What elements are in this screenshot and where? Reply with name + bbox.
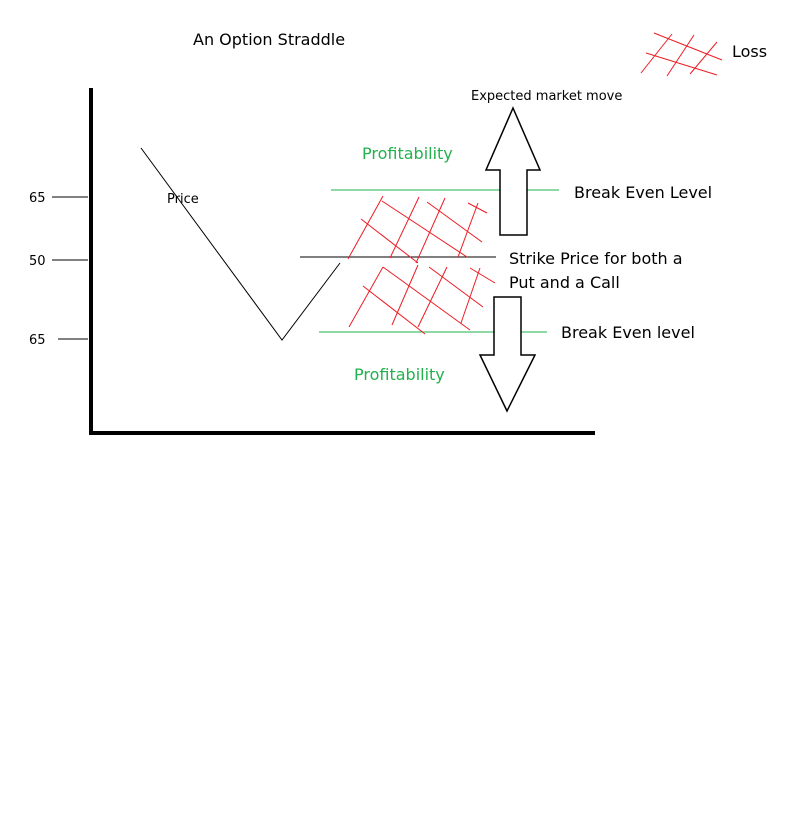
y-tick-label: 65 xyxy=(29,333,46,348)
strike-price-label-line2: Put and a Call xyxy=(509,273,620,292)
up-arrow-icon xyxy=(484,106,542,236)
loss-hatch-area xyxy=(347,195,496,335)
y-tick-label: 65 xyxy=(29,191,46,206)
price-line xyxy=(140,147,341,341)
strike-price-label-line1: Strike Price for both a xyxy=(509,249,683,268)
diagram-title: An Option Straddle xyxy=(193,30,345,49)
profitability-lower-label: Profitability xyxy=(354,365,445,384)
loss-legend-hatch xyxy=(640,32,723,77)
down-arrow-icon xyxy=(478,296,537,413)
profitability-upper-label: Profitability xyxy=(362,144,453,163)
break-even-lower-label: Break Even level xyxy=(561,323,695,342)
legend-loss-label: Loss xyxy=(732,42,767,61)
y-tick-label: 50 xyxy=(29,254,46,269)
break-even-upper-label: Break Even Level xyxy=(574,183,712,202)
price-label: Price xyxy=(167,192,199,207)
expected-move-label: Expected market move xyxy=(471,89,622,104)
